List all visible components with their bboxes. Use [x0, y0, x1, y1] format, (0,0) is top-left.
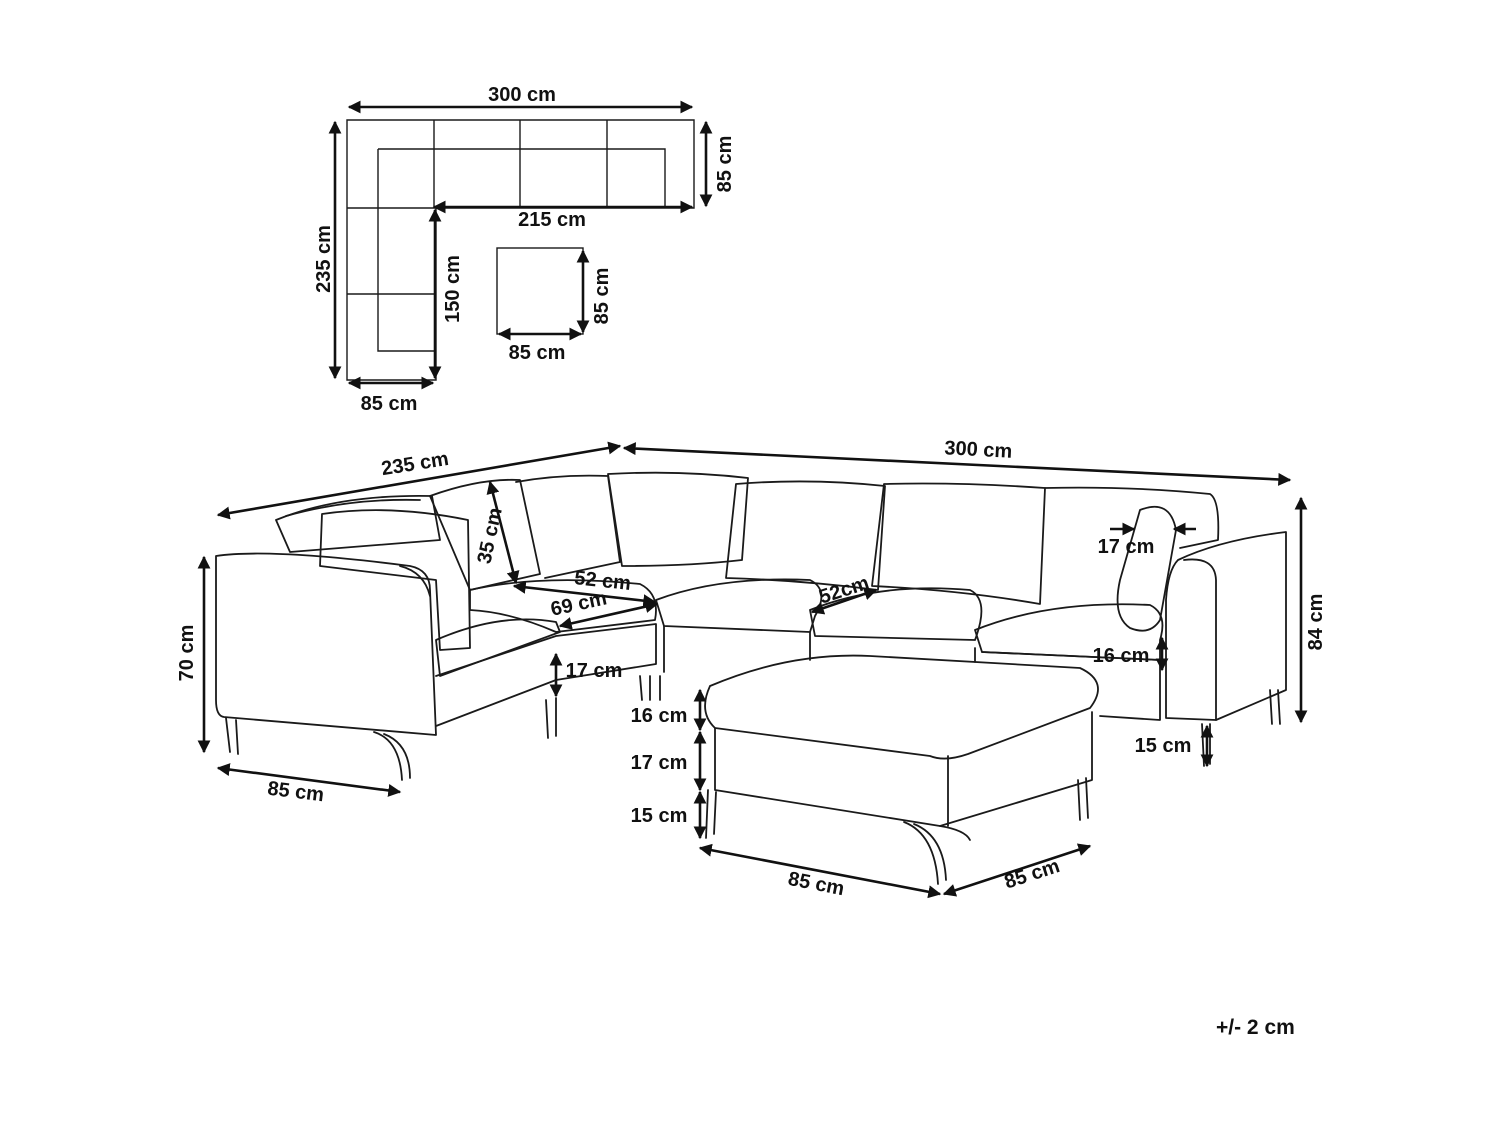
label-17-left: 17 cm [566, 660, 623, 682]
dim-line-85-arm [216, 763, 402, 797]
label-70: 70 cm [176, 625, 198, 682]
leg-5 [1269, 689, 1281, 725]
label-pillow-17: 17 cm [1098, 536, 1155, 558]
seat-cushion-1 [435, 618, 561, 677]
label-15-right: 15 cm [1135, 735, 1192, 757]
label-ottoman-depth: 85 cm [591, 268, 613, 325]
label-150: 150 cm [442, 255, 464, 323]
seat-base-main [663, 625, 1161, 721]
label-84: 84 cm [1305, 594, 1327, 651]
right-arm-inner [1183, 558, 1217, 721]
dim-line-69 [512, 580, 657, 608]
dim-line-ottoman-85-right [942, 843, 1092, 897]
label-85-right: 85 cm [714, 136, 736, 193]
leg-4 [639, 675, 661, 701]
left-arm-top [399, 565, 431, 597]
ottoman-leg-2 [903, 821, 947, 885]
left-arm [215, 552, 437, 736]
label-235-persp: 235 cm [380, 448, 450, 480]
ottoman-leg-1 [705, 789, 717, 839]
perspective-dimensions: 235 cm 300 cm 70 cm 85 cm 35 cm 52 cm 69… [176, 437, 1327, 900]
dim-line-35 [486, 480, 520, 585]
label-ottoman-15: 15 cm [631, 805, 688, 827]
right-arm [1165, 531, 1287, 721]
plan-module-dividers [347, 120, 608, 295]
seat-cushion-3 [655, 578, 823, 633]
label-16-right: 16 cm [1093, 645, 1150, 667]
backrest-left-2 [515, 474, 621, 579]
label-215: 215 cm [518, 209, 586, 231]
tolerance-note: +/- 2 cm [1216, 1016, 1295, 1039]
dim-line-ottoman-85-left [698, 843, 942, 899]
ottoman-leg-3 [939, 825, 971, 841]
perspective-ottoman [704, 654, 1099, 885]
backrest-main-1 [607, 471, 749, 567]
seat-base-left [435, 623, 657, 727]
dim-line-300-persp [622, 442, 1292, 486]
leg-2 [373, 731, 411, 781]
dim-line-235-persp [216, 441, 622, 520]
label-52-right: 52cm [816, 572, 871, 609]
label-ottoman-17: 17 cm [631, 752, 688, 774]
perspective-sofa [215, 471, 1287, 781]
ottoman-leg-4 [1077, 777, 1089, 821]
backrest-main-3 [871, 482, 1046, 605]
label-85-bottom: 85 cm [361, 393, 418, 415]
label-ottoman-16: 16 cm [631, 705, 688, 727]
label-235-left: 235 cm [313, 225, 335, 293]
seat-cushion-5 [974, 603, 1164, 661]
label-ottoman-85-left: 85 cm [786, 868, 846, 900]
pillow-right [1116, 505, 1177, 632]
leg-3 [545, 697, 557, 739]
label-35: 35 cm [473, 506, 506, 566]
plan-ottoman [496, 247, 584, 335]
dim-line-52-left [558, 600, 659, 630]
label-300-top: 300 cm [488, 84, 556, 106]
label-ottoman-85-right: 85 cm [1002, 855, 1063, 893]
label-300-persp: 300 cm [944, 437, 1013, 463]
dim-line-52-right [810, 587, 878, 615]
top-view-plan: 300 cm 85 cm 215 cm 235 cm 150 cm 85 cm … [313, 84, 736, 415]
ottoman-cushion [704, 654, 1099, 760]
plan-inner-outline [377, 148, 666, 352]
pillow-back-2 [285, 498, 421, 517]
pillow-front-left [319, 509, 471, 651]
leg-1 [225, 717, 239, 755]
pillow-back-1 [275, 494, 441, 553]
backrest-main-4 [1044, 486, 1220, 549]
label-ottoman-width: 85 cm [509, 342, 566, 364]
